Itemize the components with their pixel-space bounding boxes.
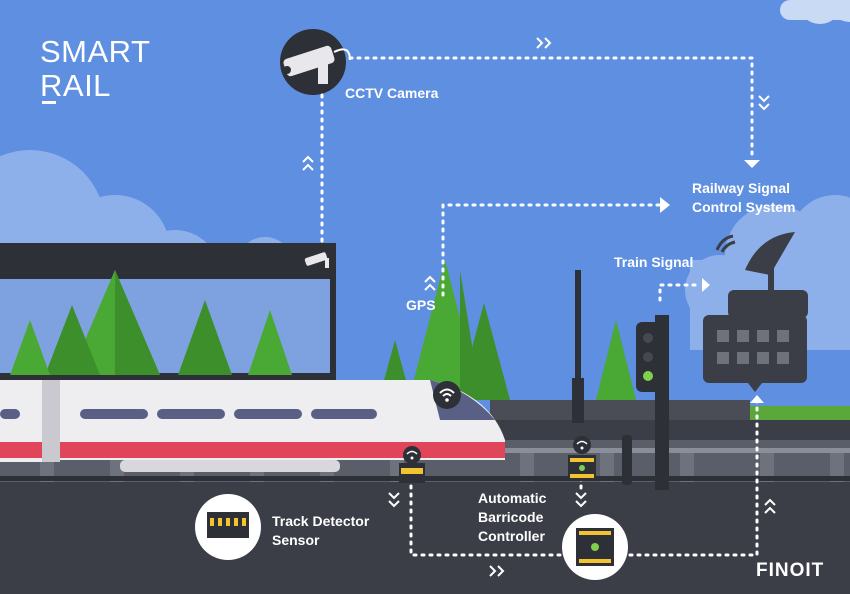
- brand-logo: FINOIT: [756, 560, 825, 581]
- track-detector-device: [399, 446, 425, 483]
- signal-mast: [572, 270, 632, 485]
- label-control-line2: Control System: [692, 199, 796, 215]
- grass-right: [745, 406, 850, 420]
- chevron-icons: [302, 37, 776, 577]
- station-roof: [0, 243, 336, 279]
- cctv-camera-icon: [280, 29, 351, 95]
- label-control-line1: Railway Signal: [692, 180, 791, 196]
- label-train-signal: Train Signal: [614, 254, 694, 270]
- station-trees: [10, 270, 292, 375]
- logo-smart: SMART: [40, 34, 151, 69]
- logo-rail: RAIL: [40, 68, 111, 103]
- tree-group-mid: [380, 260, 636, 400]
- track-detector-sensor-icon: [195, 494, 261, 560]
- connector-arrows: [660, 160, 764, 403]
- train: [0, 380, 505, 472]
- label-track-detector-line1: Track Detector: [272, 513, 370, 529]
- logo-underline: [42, 101, 56, 104]
- gps-wifi-icon: [433, 381, 461, 409]
- cloud-top-right: [780, 0, 850, 24]
- label-track-detector-line2: Sensor: [272, 532, 320, 548]
- track-wall: [490, 400, 750, 422]
- label-cctv-camera: CCTV Camera: [345, 85, 439, 101]
- label-gps: GPS: [406, 297, 436, 313]
- barricode-controller-icon: [562, 514, 628, 580]
- station-cctv-icon: [304, 252, 329, 268]
- control-building: [703, 232, 808, 392]
- label-barricode-line1: Automatic: [478, 490, 547, 506]
- label-barricode-line3: Controller: [478, 528, 545, 544]
- connector-lines: [320, 56, 759, 557]
- barricode-device: [568, 436, 596, 481]
- traffic-signal: [636, 315, 669, 490]
- label-barricode-line2: Barricode: [478, 509, 544, 525]
